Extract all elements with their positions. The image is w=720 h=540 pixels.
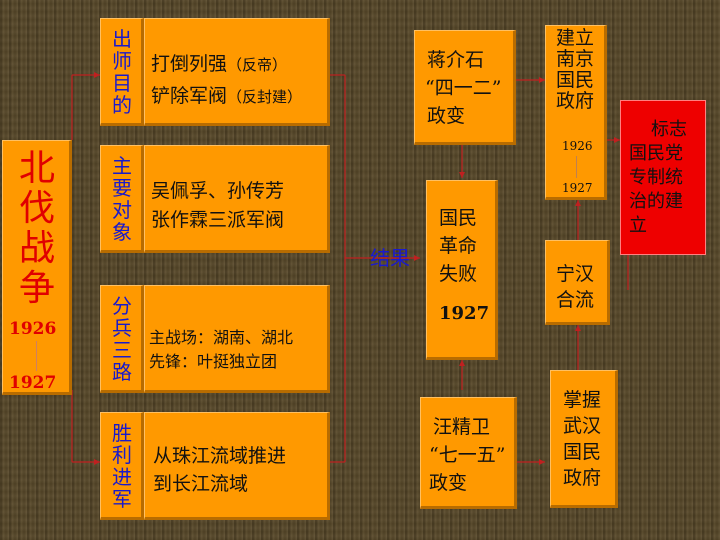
ninghan-merge-box: 宁汉 合流 bbox=[545, 240, 610, 325]
targets-label-box: 主要对象 bbox=[100, 145, 144, 253]
nanjing-gov-box: 建立 南京 国民 政府 1926 1927 bbox=[545, 25, 607, 200]
advance-line-1: 从珠江流域推进 bbox=[153, 445, 287, 467]
wang-coup-line-3: 政变 bbox=[429, 472, 468, 494]
wuhan-line-1: 掌握 bbox=[563, 389, 602, 411]
advance-content-box: 从珠江流域推进 到长江流域 bbox=[144, 412, 330, 520]
wuhan-line-2: 武汉 bbox=[563, 415, 602, 437]
kmt-line-2: 国民党 bbox=[629, 143, 683, 164]
wuhan-gov-box: 掌握 武汉 国民 政府 bbox=[550, 370, 618, 508]
chiang-coup-line-3: 政变 bbox=[427, 105, 466, 127]
nanjing-gov-title: 建立 南京 国民 政府 bbox=[556, 27, 595, 112]
kmt-line-5: 立 bbox=[629, 215, 647, 236]
ninghan-line-1: 宁汉 bbox=[556, 263, 595, 285]
kmt-line-1: 标志 bbox=[651, 119, 687, 140]
purpose-line-1: 打倒列强（反帝） bbox=[151, 53, 288, 75]
routes-content-box: 主战场：湖南、湖北 先锋：叶挺独立团 bbox=[144, 285, 330, 393]
wuhan-line-4: 政府 bbox=[563, 467, 602, 489]
wuhan-line-3: 国民 bbox=[563, 441, 602, 463]
year-start: 1926 bbox=[9, 319, 57, 339]
purpose-label-box: 出师目的 bbox=[100, 18, 144, 126]
nanjing-year-divider bbox=[576, 156, 577, 178]
purpose-label: 出师目的 bbox=[112, 26, 132, 117]
title-char: 争 bbox=[18, 268, 55, 309]
kmt-line-3: 专制统 bbox=[629, 167, 683, 188]
failure-line-3: 失败 bbox=[439, 263, 478, 285]
northern-expedition-title: 北 伐 战 争 bbox=[3, 149, 71, 309]
advance-line-2: 到长江流域 bbox=[153, 473, 249, 495]
failure-year: 1927 bbox=[439, 303, 490, 324]
ninghan-line-2: 合流 bbox=[556, 289, 595, 311]
targets-label: 主要对象 bbox=[112, 153, 132, 244]
kmt-line-4: 治的建 bbox=[629, 191, 683, 212]
nanjing-year-start: 1926 bbox=[562, 139, 593, 153]
routes-label-box: 分兵三路 bbox=[100, 285, 144, 393]
purpose-content-box: 打倒列强（反帝） 铲除军阀（反封建） bbox=[144, 18, 330, 126]
wang-coup-line-2: “七一五” bbox=[429, 444, 506, 466]
year-end: 1927 bbox=[9, 373, 57, 393]
routes-line-1: 主战场：湖南、湖北 bbox=[149, 328, 294, 347]
targets-line-1: 吴佩孚、孙传芳 bbox=[151, 180, 285, 202]
kmt-rule-box: 标志 国民党 专制统 治的建 立 bbox=[620, 100, 706, 255]
nanjing-year-end: 1927 bbox=[562, 181, 593, 195]
wang-coup-box: 汪精卫 “七一五” 政变 bbox=[420, 397, 517, 509]
failure-line-1: 国民 bbox=[439, 207, 478, 229]
purpose-line-2: 铲除军阀（反封建） bbox=[151, 85, 303, 107]
targets-content-box: 吴佩孚、孙传芳 张作霖三派军阀 bbox=[144, 145, 330, 253]
routes-line-2: 先锋：叶挺独立团 bbox=[149, 352, 278, 371]
routes-label: 分兵三路 bbox=[112, 293, 132, 384]
wang-coup-line-1: 汪精卫 bbox=[433, 416, 491, 438]
northern-expedition-box: 北 伐 战 争 1926 1927 bbox=[2, 140, 72, 395]
failure-line-2: 革命 bbox=[439, 235, 478, 257]
result-label: 结果 bbox=[370, 246, 410, 270]
chiang-coup-line-2: “四一二” bbox=[425, 77, 502, 99]
targets-line-2: 张作霖三派军阀 bbox=[151, 209, 285, 231]
title-char: 伐 bbox=[18, 188, 55, 229]
title-char: 北 bbox=[18, 148, 55, 189]
advance-label: 胜利进军 bbox=[112, 420, 132, 511]
advance-label-box: 胜利进军 bbox=[100, 412, 144, 520]
year-divider bbox=[36, 341, 37, 371]
chiang-coup-box: 蒋介石 “四一二” 政变 bbox=[414, 30, 516, 145]
title-char: 战 bbox=[18, 228, 55, 269]
chiang-coup-line-1: 蒋介石 bbox=[427, 49, 485, 71]
revolution-failure-box: 国民 革命 失败 1927 bbox=[426, 180, 498, 360]
